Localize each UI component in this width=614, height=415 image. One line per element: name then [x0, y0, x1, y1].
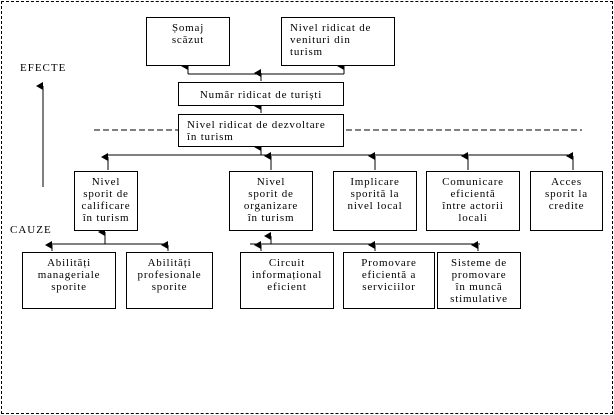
- box-text: Circuit informațional eficient: [251, 257, 323, 293]
- box-unemployment: Șomaj scăzut: [146, 17, 230, 66]
- effects-label: EFECTE: [20, 62, 67, 74]
- box-text: Nivel sporit de calificare în turism: [81, 176, 131, 224]
- box-promotion-systems: Sisteme de promovare în muncă stimulativ…: [437, 252, 521, 309]
- box-local-involvement: Implicare sporită la nivel local: [333, 171, 417, 231]
- box-managerial-skills: Abilități manageriale sporite: [22, 252, 116, 309]
- box-text: Număr ridicat de turiști: [199, 89, 323, 101]
- box-text: Nivel ridicat de dezvoltare în turism: [187, 119, 326, 143]
- box-organization: Nivel sporit de organizare în turism: [229, 171, 313, 231]
- box-text: Implicare sporită la nivel local: [347, 176, 403, 212]
- box-text: Nivel sporit de organizare în turism: [243, 176, 299, 224]
- box-text: Șomaj scăzut: [171, 22, 205, 46]
- box-development: Nivel ridicat de dezvoltare în turism: [178, 114, 344, 147]
- box-info-circuit: Circuit informațional eficient: [240, 252, 334, 309]
- box-text: Comunicare eficientă între actorii local…: [442, 176, 504, 224]
- box-text: Abilități manageriale sporite: [37, 257, 101, 293]
- box-service-promotion: Promovare eficientă a serviciilor: [343, 252, 435, 309]
- box-text: Acces sporit la credite: [545, 176, 588, 212]
- box-professional-skills: Abilități profesionale sporite: [126, 252, 213, 309]
- box-text: Abilități profesionale sporite: [137, 257, 202, 293]
- box-communication: Comunicare eficientă între actorii local…: [426, 171, 520, 231]
- box-text: Nivel ridicat de venituri din turism: [290, 22, 372, 58]
- box-text: Promovare eficientă a serviciilor: [361, 257, 417, 293]
- box-tourists: Număr ridicat de turiști: [178, 82, 344, 106]
- box-text: Sisteme de promovare în muncă stimulativ…: [450, 257, 508, 305]
- causes-label: CAUZE: [10, 224, 52, 236]
- box-income: Nivel ridicat de venituri din turism: [281, 17, 395, 66]
- box-qualification: Nivel sporit de calificare în turism: [74, 171, 138, 231]
- box-credit-access: Acces sporit la credite: [530, 171, 603, 231]
